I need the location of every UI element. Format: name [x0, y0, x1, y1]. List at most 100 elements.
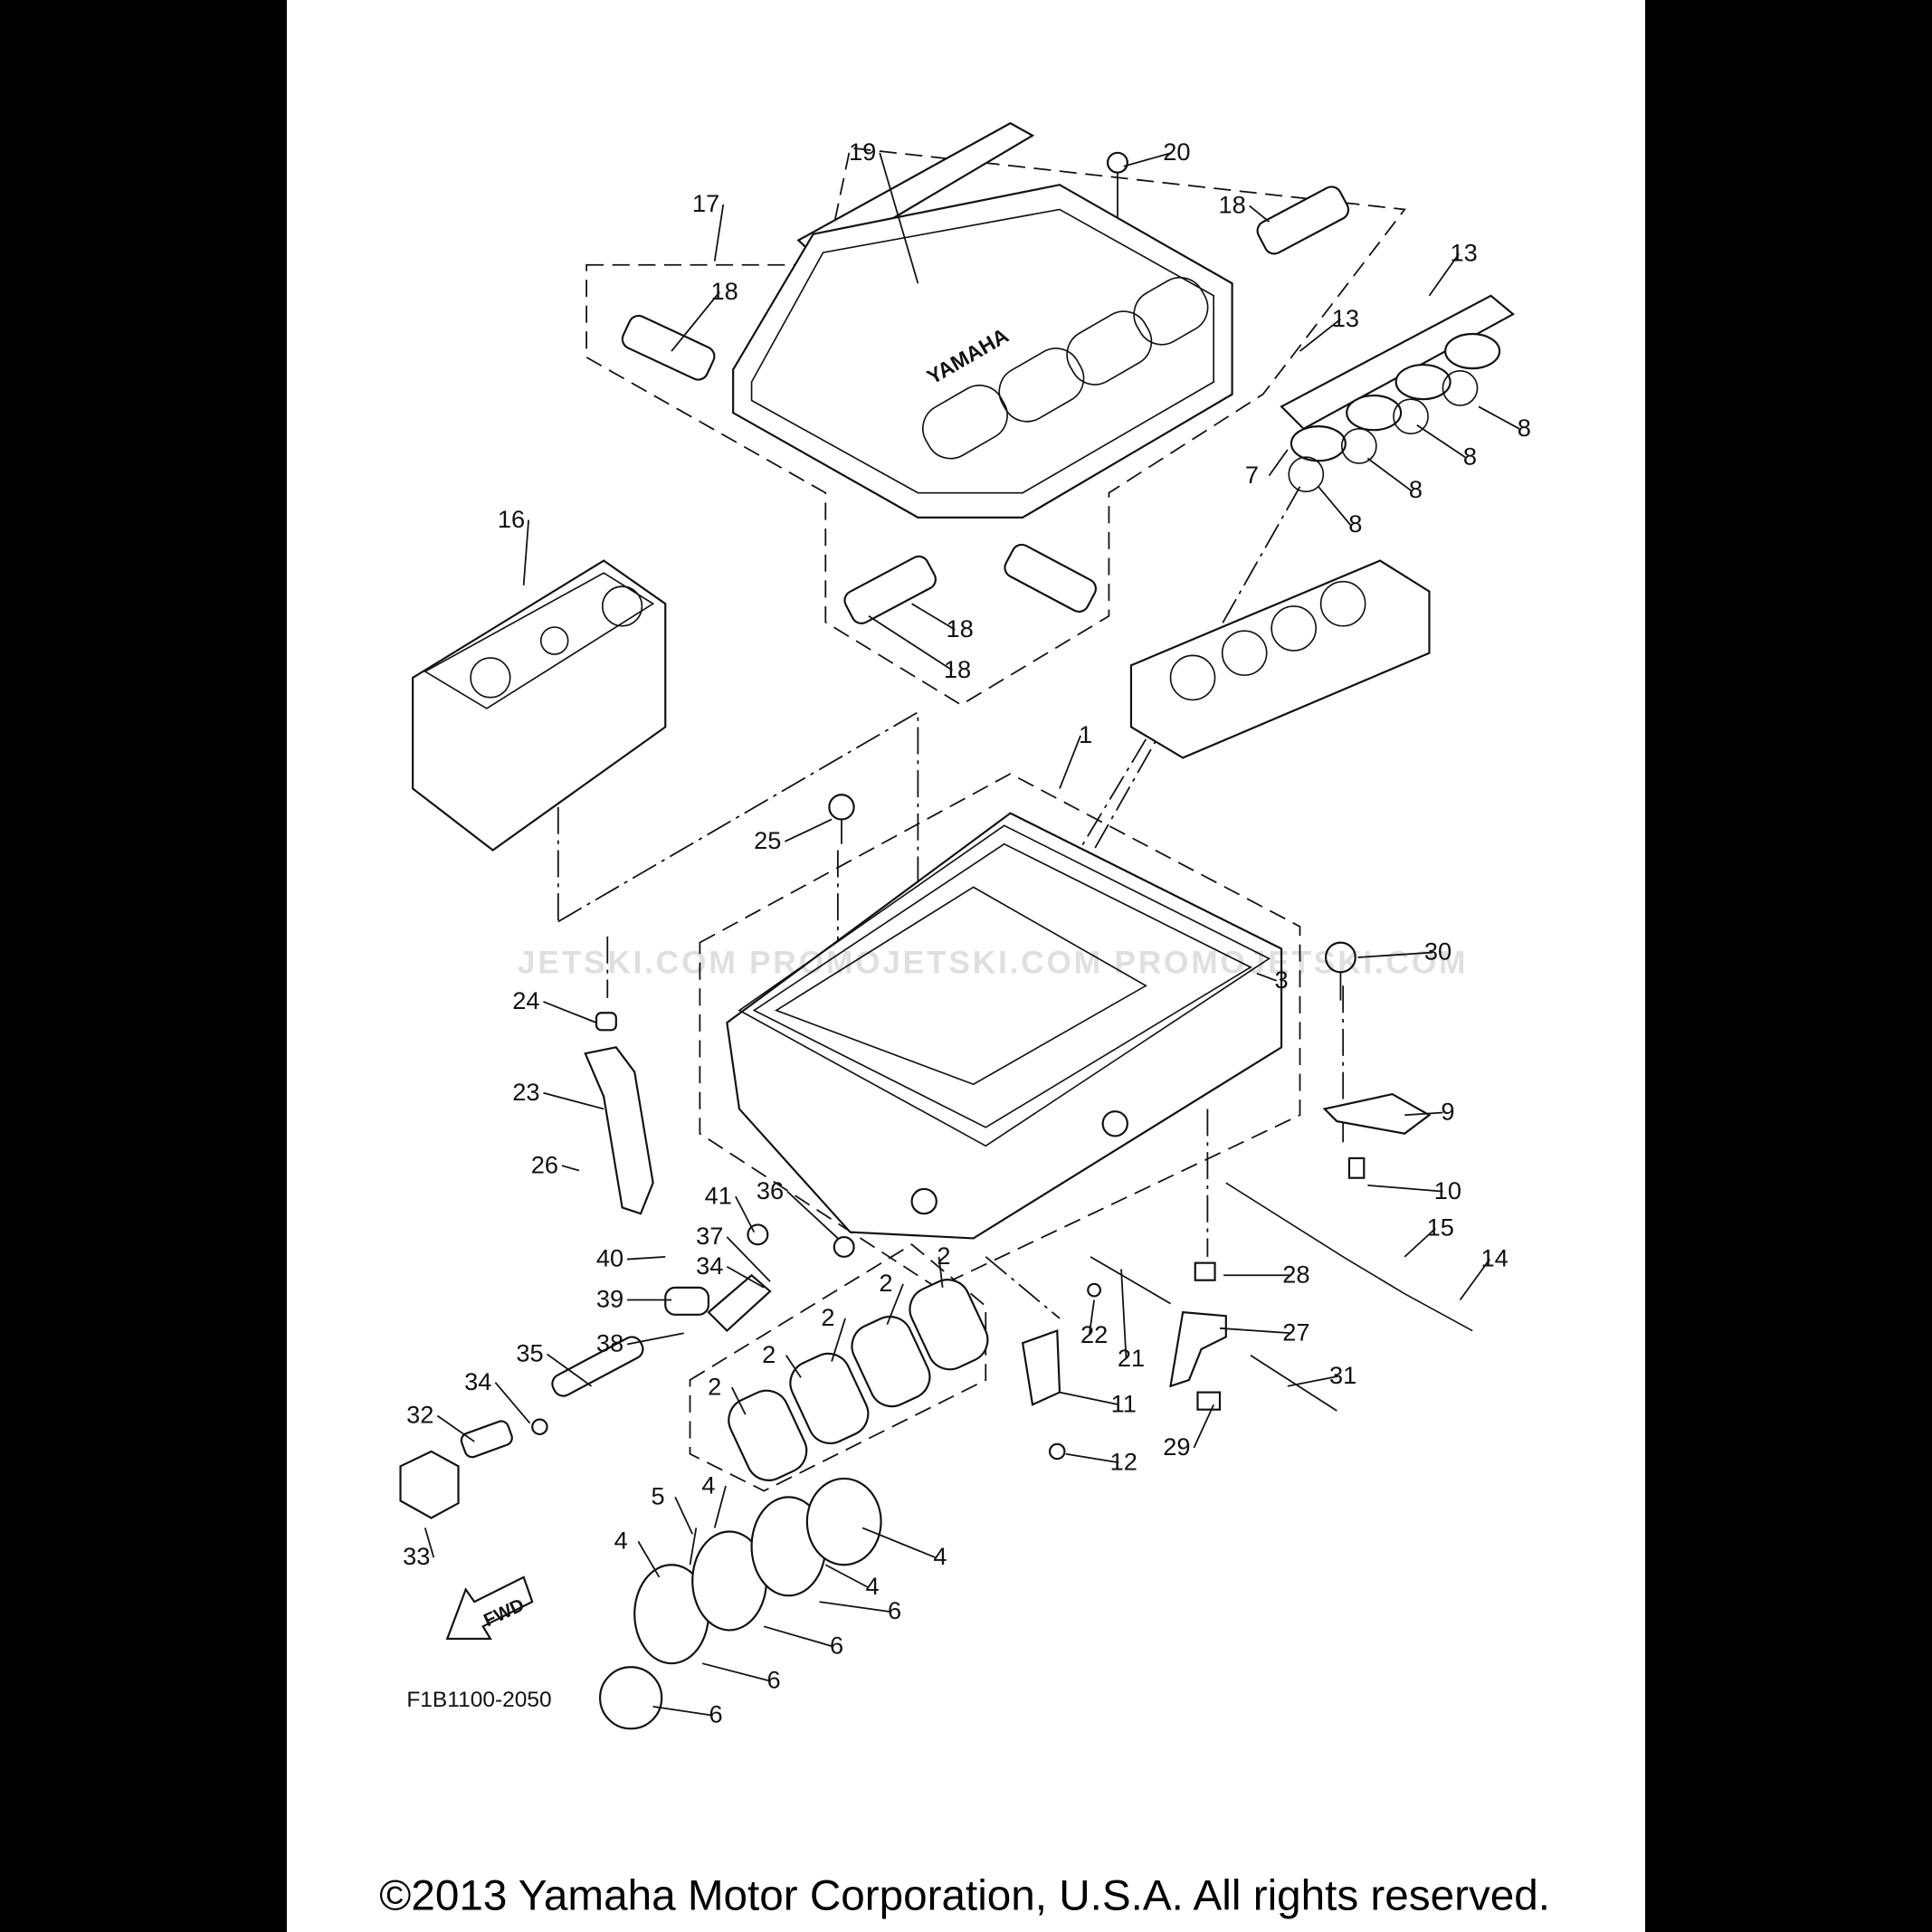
callout-label-22: 22: [1080, 1320, 1108, 1348]
diagram-code: F1B1100-2050: [406, 1688, 551, 1712]
leader-line: [671, 291, 720, 352]
leader-line: [547, 1353, 593, 1387]
callout-label-7: 7: [1245, 461, 1259, 489]
leader-line: [1123, 151, 1173, 167]
callout-label-27: 27: [1282, 1318, 1309, 1346]
callout-label-9: 9: [1441, 1098, 1454, 1126]
callout-label-13: 13: [1332, 304, 1359, 332]
leader-line: [436, 1414, 475, 1442]
leader-line: [626, 1332, 684, 1346]
leader-line: [561, 1165, 580, 1172]
leader-line: [735, 1195, 756, 1233]
callout-label-6: 6: [709, 1700, 723, 1728]
callout-label-4: 4: [865, 1572, 879, 1600]
callout-label-2: 2: [821, 1303, 834, 1331]
leader-line: [1478, 405, 1520, 430]
callout-label-33: 33: [403, 1542, 430, 1570]
leader-line: [1193, 1404, 1214, 1449]
leader-line: [861, 1527, 936, 1558]
leader-line: [1404, 1111, 1443, 1117]
callout-label-18: 18: [947, 614, 974, 642]
leader-line: [879, 152, 919, 284]
callout-label-32: 32: [406, 1401, 433, 1429]
leader-line: [543, 1001, 597, 1023]
intake-boots: [728, 1279, 989, 1481]
leader-line: [674, 1496, 694, 1535]
callout-label-16: 16: [498, 505, 525, 533]
leader-line: [1318, 486, 1351, 526]
leader-line: [819, 1601, 890, 1613]
callout-label-20: 20: [1163, 138, 1190, 166]
leader-line: [1367, 1184, 1443, 1193]
callout-label-4: 4: [933, 1542, 947, 1570]
air-filter: [412, 559, 667, 852]
callout-label-13: 13: [1450, 239, 1477, 267]
callout-label-40: 40: [596, 1244, 623, 1272]
leader-line: [1416, 424, 1466, 458]
leader-line: [713, 204, 725, 262]
intake-funnels: [1280, 294, 1515, 493]
leader-line: [1299, 318, 1341, 352]
callout-label-8: 8: [1348, 509, 1362, 538]
leader-line: [831, 1318, 846, 1362]
leader-line: [1059, 735, 1081, 789]
leader-line: [1357, 951, 1433, 958]
callout-label-35: 35: [516, 1339, 543, 1367]
ducts-and-clamps: [599, 1477, 882, 1730]
leader-line: [1120, 1269, 1128, 1359]
bolt-20: [1106, 151, 1128, 228]
callout-label-2: 2: [708, 1372, 721, 1400]
leader-line: [637, 1540, 661, 1578]
callout-label-6: 6: [830, 1631, 843, 1659]
callout-label-4: 4: [614, 1527, 628, 1555]
callout-label-2: 2: [762, 1340, 776, 1368]
callout-label-28: 28: [1282, 1260, 1309, 1288]
leader-line: [522, 519, 530, 585]
callout-label-14: 14: [1480, 1244, 1508, 1272]
leader-line: [1065, 1452, 1119, 1464]
leader-line: [731, 1386, 747, 1415]
callout-label-11: 11: [1111, 1389, 1137, 1417]
callout-label-3: 3: [1275, 966, 1289, 994]
callout-label-37: 37: [696, 1222, 723, 1250]
callout-label-31: 31: [1329, 1361, 1356, 1389]
callout-label-34: 34: [464, 1367, 491, 1395]
callout-label-1: 1: [1079, 720, 1092, 748]
callout-label-24: 24: [512, 986, 539, 1014]
leader-line: [785, 1355, 802, 1378]
callout-label-29: 29: [1163, 1432, 1190, 1461]
leader-line: [1059, 1391, 1119, 1406]
callout-label-23: 23: [512, 1078, 539, 1106]
leader-line: [824, 1564, 868, 1588]
callout-label-30: 30: [1424, 937, 1451, 966]
callout-label-18: 18: [1218, 191, 1245, 219]
leader-line: [1459, 1259, 1490, 1301]
leader-line: [868, 615, 954, 671]
callout-label-26: 26: [531, 1150, 558, 1178]
callout-label-8: 8: [1409, 475, 1423, 503]
callout-label-19: 19: [849, 138, 876, 166]
air-box-cover: YAMAHA: [732, 184, 1233, 519]
callout-label-36: 36: [757, 1176, 784, 1204]
leader-line: [763, 1625, 833, 1647]
callout-label-15: 15: [1427, 1213, 1454, 1242]
leader-line: [1249, 205, 1271, 223]
leader-line: [1366, 457, 1412, 491]
throttle-body: [1129, 559, 1431, 759]
leader-line: [424, 1528, 435, 1558]
callout-label-21: 21: [1118, 1344, 1145, 1372]
callout-label-4: 4: [701, 1470, 715, 1499]
leader-line: [627, 1255, 666, 1261]
leader-line: [937, 1256, 944, 1288]
callout-label-8: 8: [1463, 442, 1477, 470]
callout-label-39: 39: [596, 1285, 623, 1313]
callout-label-41: 41: [705, 1181, 732, 1209]
leader-line: [726, 1236, 771, 1282]
callout-label-2: 2: [937, 1242, 950, 1270]
callout-label-8: 8: [1518, 414, 1531, 442]
callout-label-38: 38: [596, 1329, 623, 1357]
leader-line: [786, 1191, 839, 1240]
callout-label-18: 18: [944, 655, 971, 683]
